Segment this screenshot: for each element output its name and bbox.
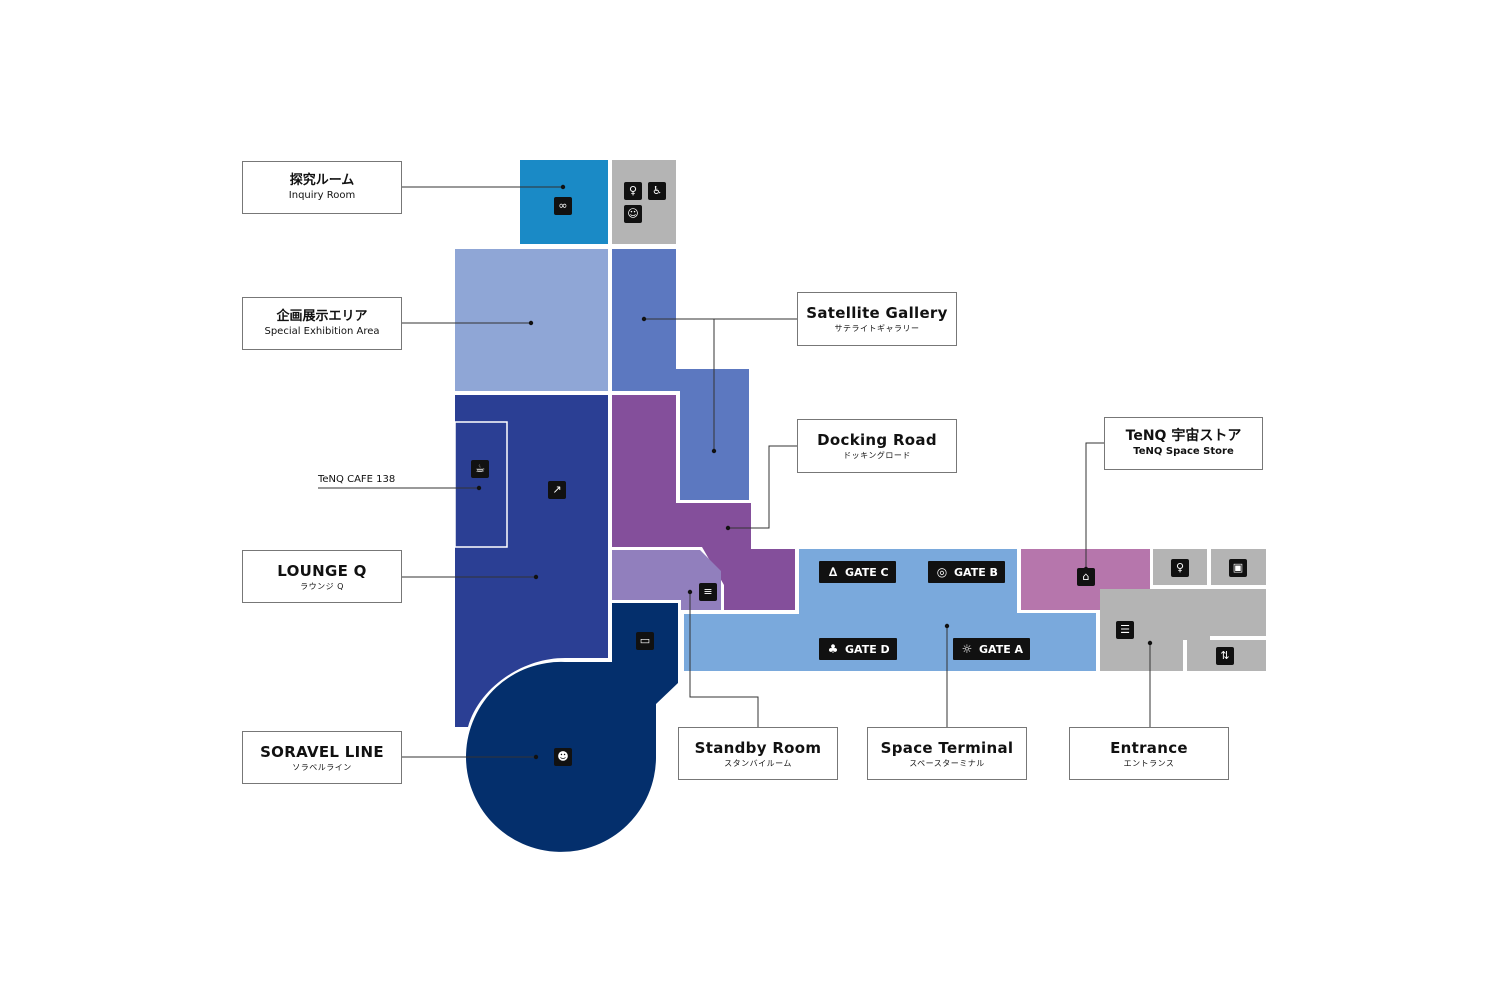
docking-road-label[interactable]: Docking Road ドッキングロード bbox=[797, 419, 957, 473]
lounge-q-area[interactable] bbox=[455, 395, 608, 727]
gate-b-text: GATE B bbox=[954, 565, 998, 579]
rocket-icon: ∆ bbox=[828, 565, 838, 579]
store-label[interactable]: TeNQ 宇宙ストア TeNQ Space Store bbox=[1104, 417, 1263, 470]
special-exhibition-label[interactable]: 企画展示エリア Special Exhibition Area bbox=[242, 297, 402, 350]
docking-road-ja: ドッキングロード bbox=[843, 451, 911, 460]
goggles-icon: ∞ bbox=[554, 197, 572, 215]
tree-icon: ♣ bbox=[827, 642, 839, 656]
gate-c-text: GATE C bbox=[845, 565, 889, 579]
gate-d-badge[interactable]: ♣ GATE D bbox=[819, 638, 897, 660]
lounge-q-ja: ラウンジ Q bbox=[300, 581, 344, 591]
top-restroom-area bbox=[612, 160, 676, 244]
coffee-icon: ☕ bbox=[471, 460, 489, 478]
entrance-area[interactable] bbox=[1100, 589, 1266, 671]
lounge-q-en: LOUNGE Q bbox=[277, 561, 367, 580]
docking-road-area[interactable] bbox=[612, 395, 795, 610]
docking-road-en: Docking Road bbox=[817, 431, 937, 449]
special-exhibition-en: Special Exhibition Area bbox=[264, 326, 380, 337]
satellite-gallery-ja: サテライトギャラリー bbox=[834, 324, 920, 333]
standby-room-ja: スタンバイルーム bbox=[724, 758, 792, 768]
gate-c-badge[interactable]: ∆ GATE C bbox=[819, 561, 896, 583]
vr-goggles-icon: ▭ bbox=[636, 632, 654, 650]
soravel-line-label[interactable]: SORAVEL LINE ソラベルライン bbox=[242, 731, 402, 784]
gift-icon: ⌂ bbox=[1077, 568, 1095, 586]
special-exhibition-area[interactable] bbox=[455, 249, 608, 391]
leader-lines bbox=[318, 186, 1151, 758]
gate-a-badge[interactable]: ☼ GATE A bbox=[953, 638, 1031, 660]
entrance-ja: エントランス bbox=[1123, 758, 1175, 768]
standby-room-en: Standby Room bbox=[694, 738, 822, 757]
satellite-gallery-area[interactable] bbox=[612, 249, 749, 500]
space-terminal-ja: スペースターミナル bbox=[909, 758, 985, 768]
astronaut-icon: ☻ bbox=[554, 748, 572, 766]
soravel-line-area[interactable] bbox=[466, 603, 678, 852]
standby-room-area[interactable] bbox=[612, 550, 721, 610]
satellite-gallery-en: Satellite Gallery bbox=[806, 304, 948, 322]
inquiry-room-ja: 探究ルーム bbox=[289, 173, 355, 188]
restroom-icon: ♀ bbox=[624, 182, 642, 200]
lounge-chair-icon: ↗ bbox=[548, 481, 566, 499]
soravel-line-en: SORAVEL LINE bbox=[260, 742, 384, 761]
standby-room-label[interactable]: Standby Room スタンバイルーム bbox=[678, 727, 838, 780]
space-terminal-label[interactable]: Space Terminal スペースターミナル bbox=[867, 727, 1027, 780]
waiting-icon: ≡ bbox=[699, 583, 717, 601]
entrance-en: Entrance bbox=[1110, 738, 1188, 757]
ticket-icon: ☰ bbox=[1116, 621, 1134, 639]
inquiry-room-en: Inquiry Room bbox=[288, 190, 356, 201]
entrance-label[interactable]: Entrance エントランス bbox=[1069, 727, 1229, 780]
cafe-area-outline[interactable] bbox=[454, 421, 508, 548]
inquiry-room-label[interactable]: 探究ルーム Inquiry Room bbox=[242, 161, 402, 214]
lounge-q-label[interactable]: LOUNGE Q ラウンジ Q bbox=[242, 550, 402, 603]
spiral-icon: ◎ bbox=[936, 565, 948, 579]
restroom-icon: ♀ bbox=[1171, 559, 1189, 577]
soravel-line-ja: ソラベルライン bbox=[292, 762, 352, 772]
special-exhibition-ja: 企画展示エリア bbox=[276, 309, 368, 324]
store-title: TeNQ 宇宙ストア bbox=[1125, 428, 1242, 444]
wheelchair-icon: ♿ bbox=[648, 182, 666, 200]
gate-d-text: GATE D bbox=[845, 642, 890, 656]
store-subtitle: TeNQ Space Store bbox=[1133, 446, 1234, 457]
sun-icon: ☼ bbox=[961, 642, 973, 656]
cafe-label[interactable]: TeNQ CAFE 138 bbox=[318, 474, 396, 485]
elevator-icon: ⇅ bbox=[1216, 647, 1234, 665]
gate-b-badge[interactable]: ◎ GATE B bbox=[928, 561, 1005, 583]
nursing-room-icon: ☺ bbox=[624, 205, 642, 223]
satellite-gallery-label[interactable]: Satellite Gallery サテライトギャラリー bbox=[797, 292, 957, 346]
camera-icon: ▣ bbox=[1229, 559, 1247, 577]
space-terminal-en: Space Terminal bbox=[880, 738, 1014, 757]
gate-a-text: GATE A bbox=[979, 642, 1024, 656]
